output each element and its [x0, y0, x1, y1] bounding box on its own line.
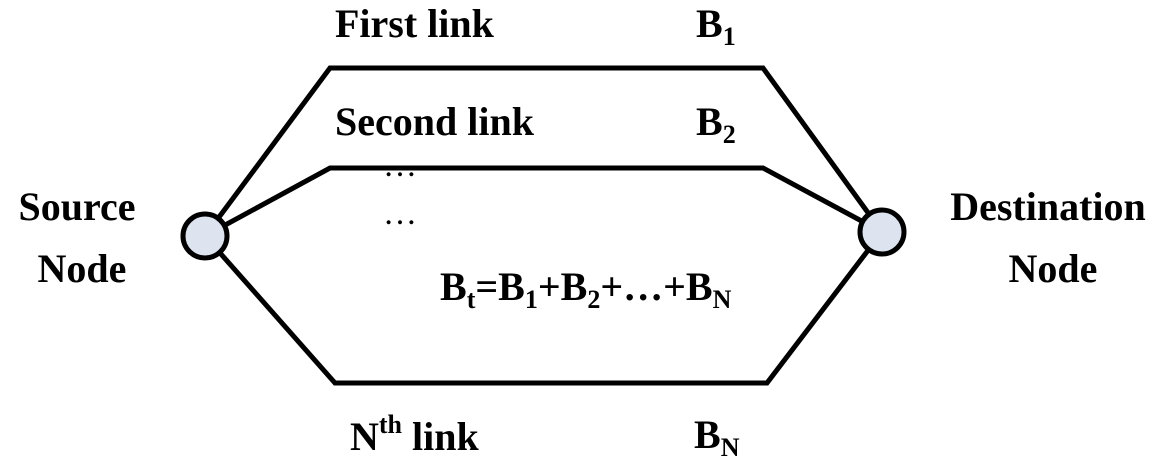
nth-link-label: Nth link [350, 410, 479, 458]
ellipsis-1: … [383, 147, 417, 184]
first-link-bandwidth: B1 [696, 1, 736, 51]
destination-node-label: Destination Node [950, 184, 1156, 291]
second-link-label: Second link [335, 99, 535, 144]
source-node-circle [180, 211, 230, 261]
total-bandwidth-equation: Bt=B1+B2+…+BN [440, 264, 732, 314]
destination-node-label-line1: Destination [950, 184, 1146, 229]
nth-link-path [203, 230, 884, 386]
second-link-path [203, 165, 884, 239]
ellipsis-2: … [383, 195, 417, 232]
first-link-label: First link [335, 1, 495, 46]
source-node-label-line1: Source [18, 184, 135, 229]
source-node-label-line2: Node [38, 246, 127, 291]
destination-node-circle [857, 207, 907, 257]
first-link-path [202, 65, 885, 238]
second-link-bandwidth: B2 [696, 99, 736, 149]
nth-link-bandwidth: BN [694, 412, 740, 458]
source-node-label: Source Node [18, 184, 145, 291]
destination-node-label-line2: Node [1009, 246, 1098, 291]
